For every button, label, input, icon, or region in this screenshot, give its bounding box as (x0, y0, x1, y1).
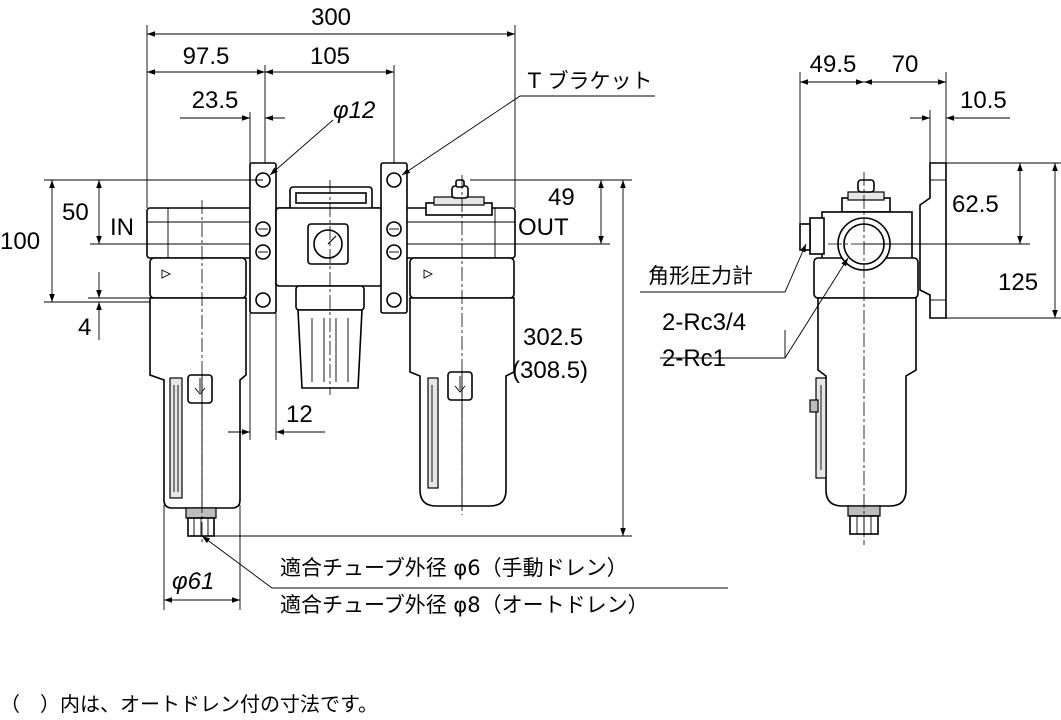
flow-arrow-icon (161, 269, 172, 279)
dim-height-308-5: (308.5) (512, 357, 588, 384)
label-tube-auto: 適合チューブ外径 φ8（オートドレン） (280, 593, 649, 617)
footnote: （ ）内は、オートドレン付の寸法です。 (0, 692, 378, 716)
dim-height-50: 50 (62, 199, 89, 226)
side-view-unit (799, 162, 947, 545)
dim-total-width: 300 (311, 4, 351, 31)
label-tube-manual: 適合チューブ外径 φ6（手動ドレン） (280, 556, 628, 580)
dim-phi12: φ12 (333, 97, 375, 124)
label-gauge: 角形圧力計 (648, 264, 753, 288)
flow-arrow-icon (423, 269, 434, 279)
dim-62-5: 62.5 (952, 191, 999, 218)
dim-10-5: 10.5 (960, 87, 1007, 114)
dim-49-5: 49.5 (810, 51, 857, 78)
dim-phi61: φ61 (172, 568, 214, 595)
dim-mid-width: 105 (310, 43, 350, 70)
label-t-bracket: T ブラケット (527, 69, 653, 93)
dim-125: 125 (998, 269, 1038, 296)
dim-left-width: 97.5 (183, 43, 230, 70)
label-out: OUT (518, 214, 569, 241)
label-port-rc34: 2-Rc3/4 (662, 309, 746, 336)
dim-height-100: 100 (0, 228, 40, 255)
label-port-rc1: 2-Rc1 (662, 345, 726, 372)
label-in: IN (110, 214, 134, 241)
dim-bracket-offset: 23.5 (192, 87, 239, 114)
dim-70: 70 (892, 51, 919, 78)
dim-gap-12: 12 (286, 401, 313, 428)
dim-height-302-5: 302.5 (523, 324, 583, 351)
dim-height-49: 49 (548, 184, 575, 211)
side-view-dimensions (640, 72, 1061, 359)
dim-height-4: 4 (78, 314, 91, 341)
front-view-dimensions (44, 25, 728, 610)
front-view-unit (146, 162, 516, 545)
